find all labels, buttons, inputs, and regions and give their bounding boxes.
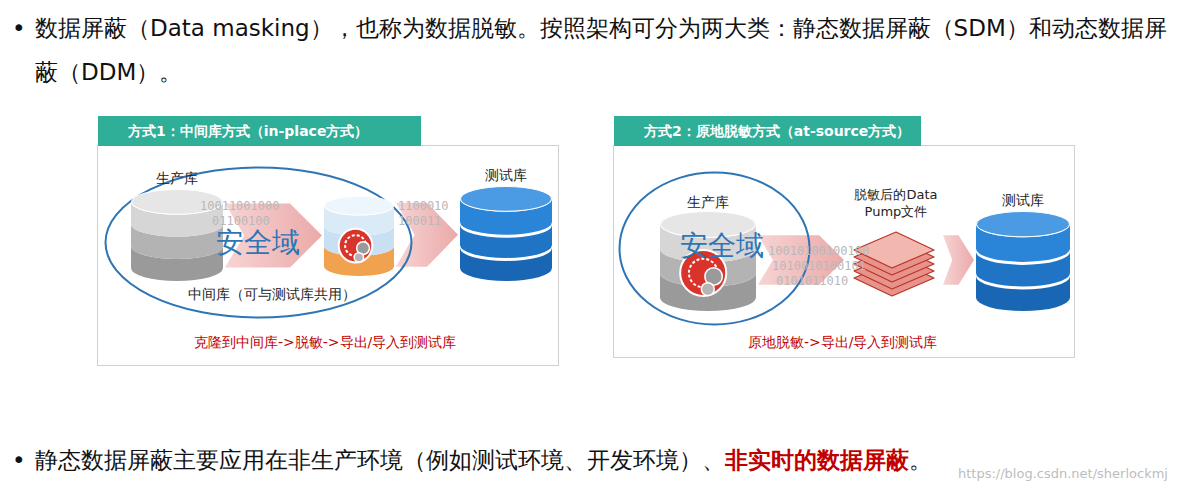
watermark: https://blog.csdn.net/sherlockmj [958, 466, 1168, 481]
database-cylinder [324, 196, 394, 276]
database-cylinder [460, 186, 552, 281]
binary-digits: 10011001000 [200, 199, 279, 214]
intro-text: 数据屏蔽（Data masking），也称为数据脱敏。按照架构可分为两大类：静态… [35, 6, 1183, 94]
bullet: • [12, 6, 26, 50]
note-text: 。 [909, 447, 932, 473]
database-label: 中间库（可与测试库共用） [164, 285, 379, 303]
note-line: 静态数据屏蔽主要应用在非生产环境（例如测试环境、开发环境）、非实时的数据屏蔽。 [35, 438, 932, 482]
domain-label: 安全域 [216, 226, 300, 260]
binary-digits: 10010100100100 [768, 244, 869, 259]
database-label: 脱敏后的Data Pump文件 [846, 186, 946, 220]
flow-arrow [943, 235, 974, 285]
binary-digits: 01100100 [212, 214, 270, 229]
highlight-text: 非实时的数据屏蔽 [725, 447, 909, 473]
database-label: 生产库 [129, 169, 225, 187]
database: 生产库 [129, 169, 225, 281]
binary-digits: 100011 [398, 214, 441, 229]
security-domain: 安全域 生产库中间库（可与测试库共用） [104, 166, 413, 319]
note-text: 静态数据屏蔽主要应用在非生产环境（例如测试环境、开发环境）、 [35, 447, 725, 473]
domain-label: 安全域 [680, 229, 764, 263]
database-label: 测试库 [456, 166, 556, 184]
database-label: 测试库 [974, 191, 1072, 209]
dump-file: 脱敏后的Data Pump文件 [846, 186, 946, 296]
binary-digits: 0101011010 [776, 274, 848, 289]
binary-digits: 1010010100101 [772, 259, 866, 274]
method-tab: 方式2：原地脱敏方式（at-source方式） [614, 116, 921, 146]
flow-note: 原地脱敏->导出/导入到测试库 [748, 334, 938, 352]
method-panel: 方式1：中间库方式（in-place方式）克隆到中间库->脱敏->导出/导入到测… [97, 145, 559, 366]
database: 测试库 [456, 166, 556, 283]
database: 测试库 [974, 191, 1072, 313]
binary-digits: 1100010 [398, 199, 449, 214]
flow-note: 克隆到中间库->脱敏->导出/导入到测试库 [194, 334, 456, 352]
database-label: 生产库 [656, 193, 760, 211]
database-cylinder [976, 211, 1070, 311]
bullet: • [12, 438, 26, 482]
method-tab: 方式1：中间库方式（in-place方式） [98, 116, 421, 146]
